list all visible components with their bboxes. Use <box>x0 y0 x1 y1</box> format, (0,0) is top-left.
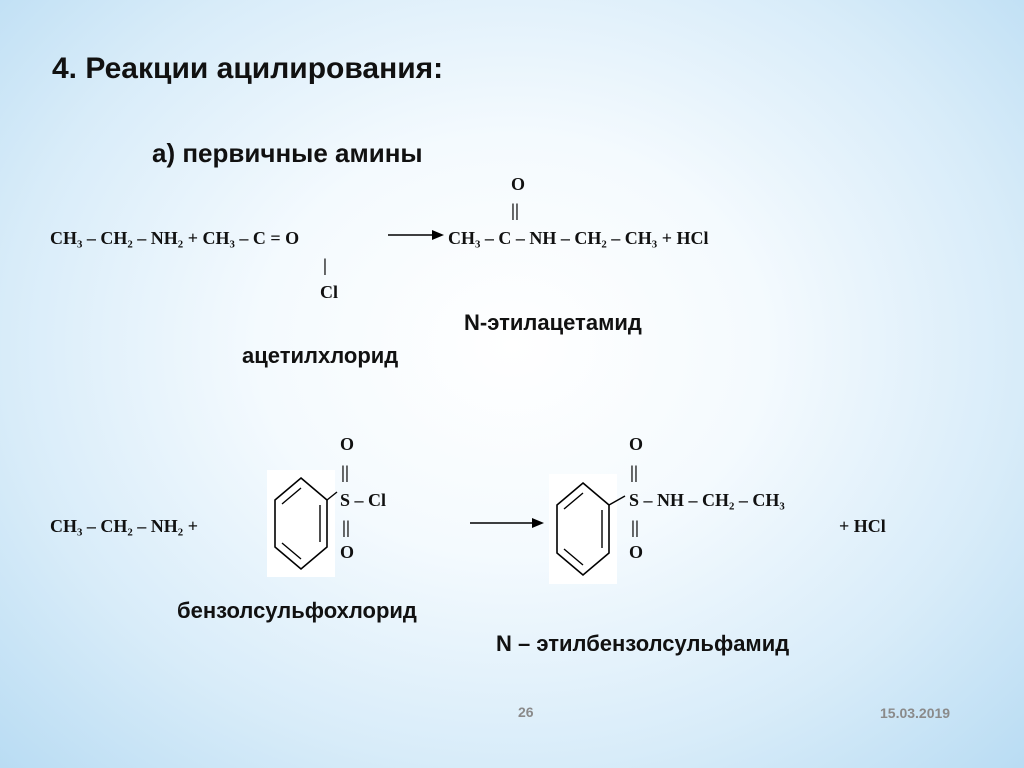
r2-oxygen-bottom-right: O <box>629 542 644 562</box>
r2-reaction-arrow <box>470 518 544 528</box>
r2-sulfonamide: S – NH – CH₂ – CH₃ <box>629 490 785 510</box>
r2-oxygen-top-right: O <box>629 434 644 454</box>
slide-date: 15.03.2019 <box>880 705 951 721</box>
r2-sulfonyl-chloride: S – Cl <box>340 490 387 510</box>
r2-bond-bottom-left: || <box>342 517 350 537</box>
r2-bond-top-left: || <box>341 462 349 482</box>
benzene-ring-left-box <box>267 470 335 577</box>
r1-oxygen-top: O <box>511 174 526 194</box>
r2-bond-bottom-right: || <box>631 517 639 537</box>
r2-oxygen-bottom-left: O <box>340 542 355 562</box>
r2-product-name: N – этилбензолсульфамид <box>496 631 790 656</box>
r1-reagent-name: ацетилхлорид <box>242 343 399 368</box>
benzene-ring-right-box <box>549 474 617 584</box>
benzene-ring-right-icon <box>556 481 626 577</box>
r1-product-name: N-этилацетамид <box>464 310 642 335</box>
benzene-ring-left-icon <box>274 476 338 571</box>
r2-bond-top-right: || <box>630 462 638 482</box>
r2-amine: CH₃ – CH₂ – NH₂ + <box>50 516 198 536</box>
slide-subtitle: а) первичные амины <box>152 138 423 168</box>
r1-reaction-arrow <box>388 230 444 240</box>
r1-double-bond: || <box>511 200 519 220</box>
r1-chlorine: Cl <box>320 282 338 302</box>
r2-hcl: + HCl <box>839 516 886 536</box>
r2-reagent-name: бензолсульфохлорид <box>177 598 417 623</box>
r1-equation-right: CH₃ – C – NH – CH₂ – CH₃ + HCl <box>448 228 709 248</box>
r1-equation-left: CH₃ – CH₂ – NH₂ + CH₃ – C = O <box>50 228 300 248</box>
page-number: 26 <box>518 704 534 720</box>
r1-single-bond: | <box>323 255 327 275</box>
r2-oxygen-top-left: O <box>340 434 355 454</box>
slide-title: 4. Реакции ацилирования: <box>52 52 444 85</box>
